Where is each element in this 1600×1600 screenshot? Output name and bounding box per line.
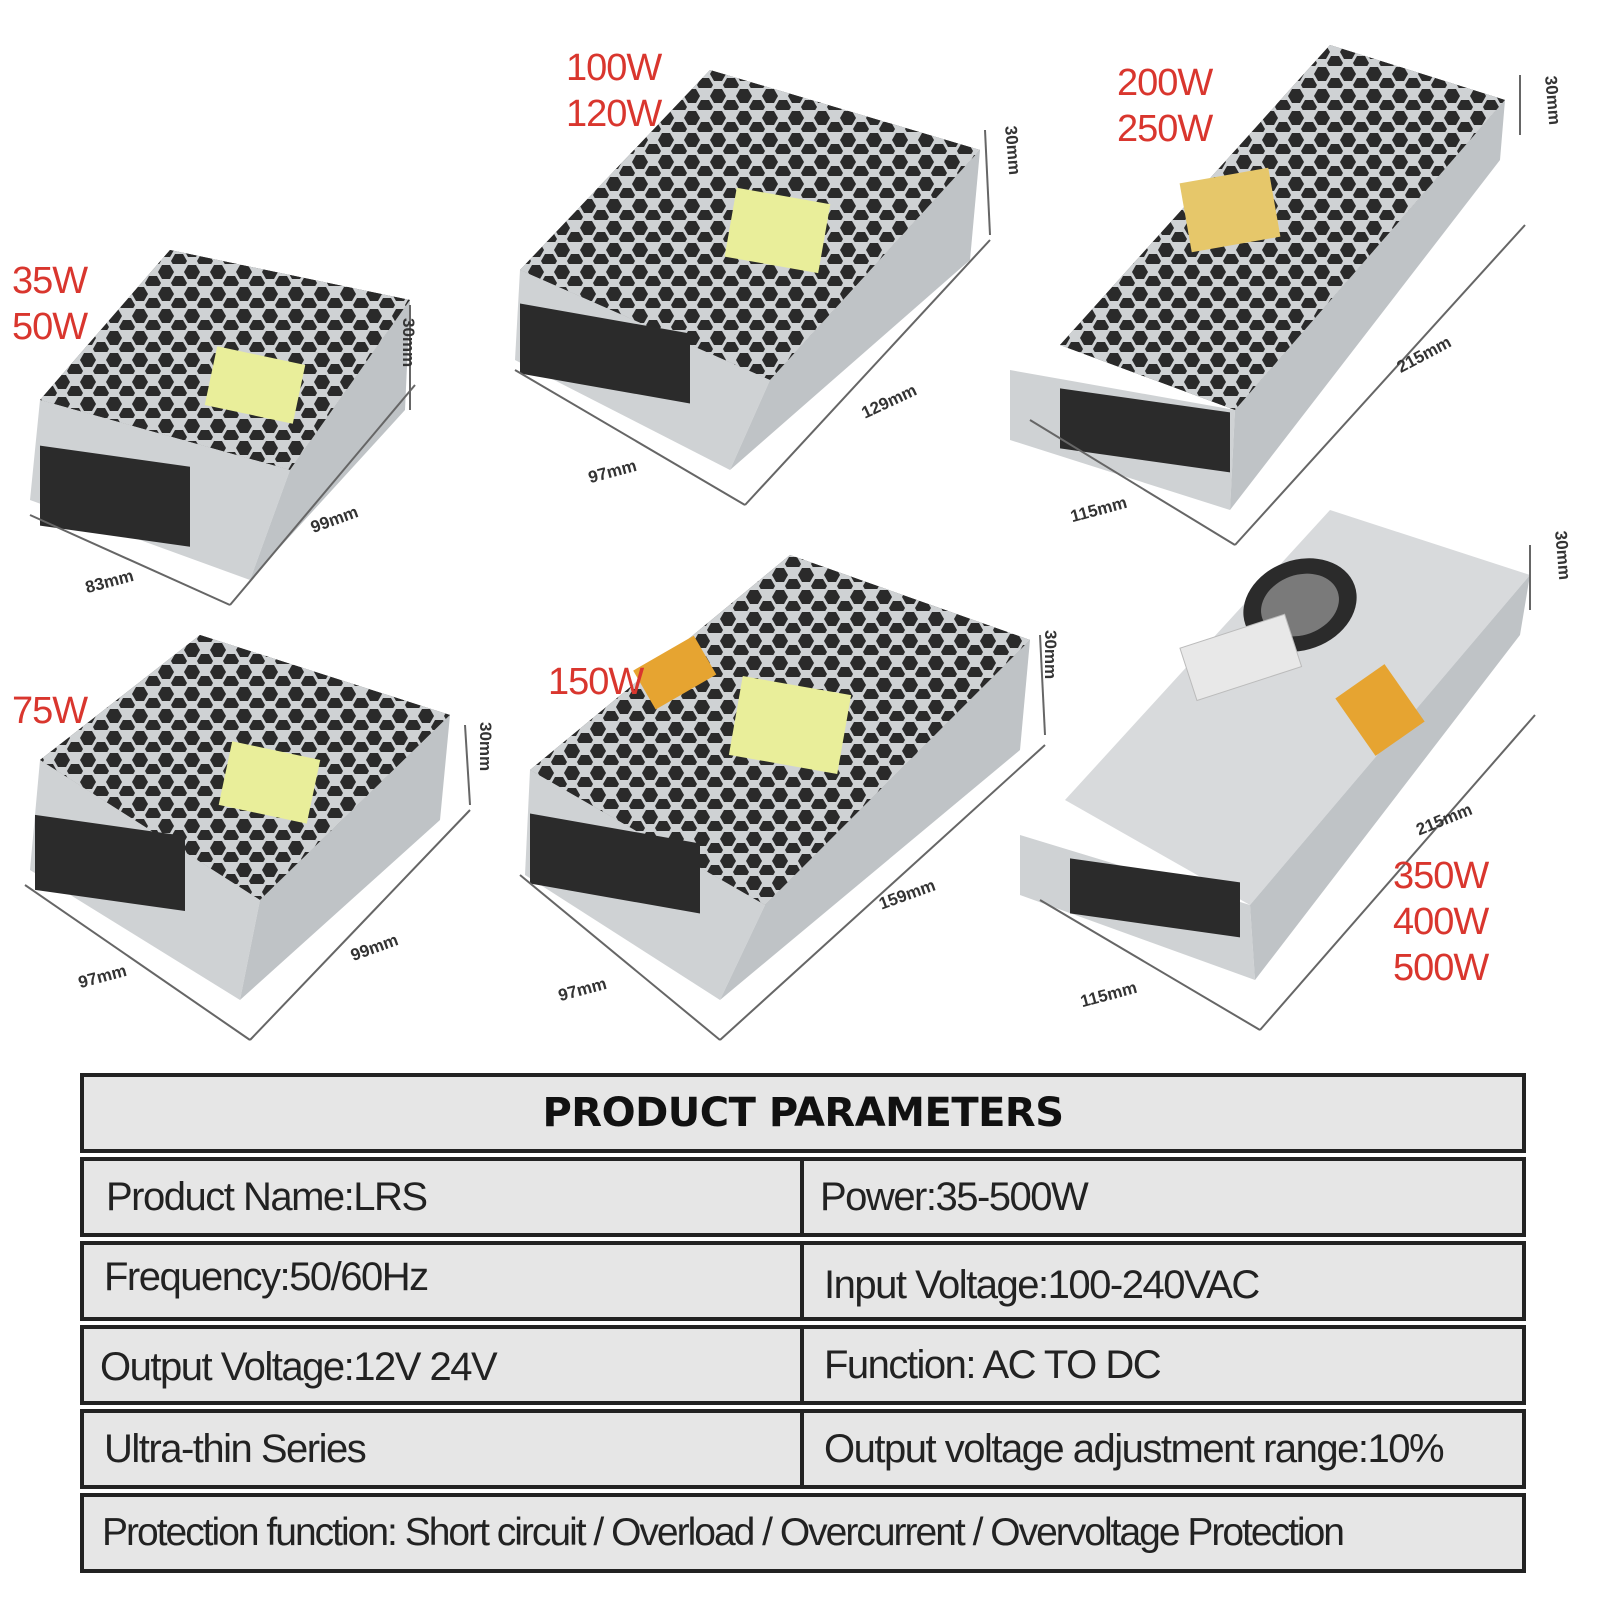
power-supply-image xyxy=(519,555,1046,1041)
wattage-label: 150W xyxy=(548,661,644,703)
param-adjustment-range: Output voltage adjustment range:10% xyxy=(824,1426,1445,1471)
param-series: Ultra-thin Series xyxy=(104,1426,367,1471)
height-dimension: 30mm xyxy=(399,318,418,368)
column-divider xyxy=(800,1157,804,1237)
height-dimension: 30mm xyxy=(1541,75,1565,126)
power-supply-image xyxy=(1020,510,1536,1031)
table-title-row: PRODUCT PARAMETERS xyxy=(80,1073,1526,1153)
column-divider xyxy=(800,1409,804,1489)
table-row: Frequency:50/60Hz Input Voltage:100-240V… xyxy=(80,1241,1526,1321)
table-title: PRODUCT PARAMETERS xyxy=(542,1090,1064,1136)
power-supply-image xyxy=(514,70,991,506)
product-75w: 75W 30mm 99mm 97mm xyxy=(0,620,520,1060)
height-dimension: 30mm xyxy=(476,722,495,772)
param-function: Function: AC TO DC xyxy=(824,1342,1162,1387)
table-row: Product Name:LRS Power:35-500W xyxy=(80,1157,1526,1237)
column-divider xyxy=(800,1241,804,1321)
param-product-name: Product Name:LRS xyxy=(106,1174,428,1219)
product-150w: 150W 30mm 159mm 97mm xyxy=(510,545,1070,1050)
table-row: Protection function: Short circuit / Ove… xyxy=(80,1493,1526,1573)
wattage-label: 75W xyxy=(12,690,88,732)
power-supply-image xyxy=(29,250,416,606)
power-supply-image xyxy=(24,635,471,1041)
column-divider xyxy=(800,1325,804,1405)
param-power: Power:35-500W xyxy=(820,1174,1089,1219)
param-frequency: Frequency:50/60Hz xyxy=(104,1254,429,1299)
height-dimension: 30mm xyxy=(1551,530,1575,581)
table-row: Output Voltage:12V 24V Function: AC TO D… xyxy=(80,1325,1526,1405)
power-supply-image xyxy=(1010,45,1526,546)
param-input-voltage: Input Voltage:100-240VAC xyxy=(824,1262,1260,1307)
param-output-voltage: Output Voltage:12V 24V xyxy=(100,1344,498,1389)
table-row: Ultra-thin Series Output voltage adjustm… xyxy=(80,1409,1526,1489)
param-protection-function: Protection function: Short circuit / Ove… xyxy=(102,1511,1345,1554)
